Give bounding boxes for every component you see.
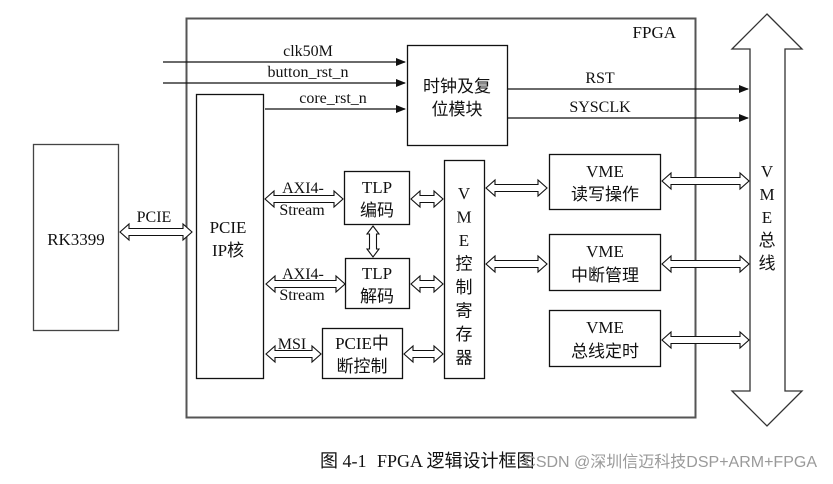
reg-to-vme-int-arrow (485, 254, 548, 274)
vme-rw-to-bus-arrow (661, 171, 750, 191)
pcie-link-arrow (119, 222, 193, 242)
vme-bus-char: 线 (759, 254, 776, 273)
vme-bus-char: E (762, 208, 772, 227)
clk50m-label: clk50M (283, 43, 333, 60)
vme-bus-char: V (761, 162, 774, 181)
caption-text: FPGA 逻辑设计框图 (377, 451, 535, 471)
vme-bus-char: 总 (759, 231, 776, 250)
fpga-label: FPGA (633, 23, 677, 42)
vme-ctrl-reg-char: 存 (456, 325, 473, 344)
vme-ctrl-reg-char: 器 (456, 349, 473, 368)
rk3399-block (32, 143, 120, 332)
vme-ctrl-reg-char: V (458, 184, 471, 203)
sysclk-label: SYSCLK (569, 99, 631, 116)
vme-rw-label-1: VME (586, 162, 624, 181)
pcie-int-label-1: PCIE中 (335, 334, 389, 353)
vme-timer-to-bus-arrow (661, 330, 750, 350)
vme-rw-block (548, 153, 662, 211)
vme-ctrl-reg-char: 制 (456, 278, 473, 297)
axi-top-label-2: Stream (279, 202, 325, 219)
reg-to-vme-rw-arrow (485, 178, 548, 198)
clock-reset-label-2: 位模块 (432, 100, 483, 119)
tlp-decode-block (344, 257, 411, 310)
axi-bottom-label-2: Stream (279, 287, 325, 304)
rst-label: RST (585, 70, 615, 87)
vme-int-label-1: VME (586, 242, 624, 261)
msi-label: MSI (278, 336, 306, 353)
tlp-encode-label-2: 编码 (360, 201, 394, 220)
vme-ctrl-reg-char: 寄 (456, 302, 473, 321)
pcie-int-to-reg-arrow (403, 344, 444, 364)
pcie-int-label-2: 断控制 (337, 357, 388, 376)
clock-reset-block (406, 44, 509, 147)
pcie-ip-label-2: IP核 (212, 241, 244, 260)
tlp-encode-block (343, 170, 411, 226)
vme-int-label-2: 中断管理 (571, 266, 639, 285)
vme-timer-label-2: 总线定时 (571, 342, 639, 361)
vme-ctrl-reg-char: 控 (456, 255, 473, 274)
rk3399-label: RK3399 (47, 230, 105, 249)
vme-bus-arrow (730, 13, 804, 427)
clock-reset-label-1: 时钟及复 (423, 77, 491, 96)
vme-ctrl-reg-char: E (459, 231, 469, 250)
fpga-boundary (185, 17, 697, 419)
vme-timer-block (548, 309, 662, 368)
pcie-ip-label-1: PCIE (210, 218, 247, 237)
vme-timer-label-1: VME (586, 318, 624, 337)
msi-arrow (265, 344, 322, 364)
axi-top-label-1: AXI4- (282, 180, 324, 197)
tlp-encode-decode-arrow (365, 225, 381, 258)
vme-int-block (548, 233, 662, 292)
vme-ctrl-reg-char: M (456, 208, 471, 227)
pcie-ip-block (195, 93, 265, 380)
vme-rw-label-2: 读写操作 (571, 185, 639, 204)
tlp-decode-to-reg-arrow (410, 274, 444, 294)
axi-bottom-label-1: AXI4- (282, 266, 324, 283)
caption-prefix: 图 4-1 (320, 451, 367, 471)
tlp-encode-to-reg-arrow (410, 189, 444, 209)
axi-top-arrow (264, 189, 344, 209)
tlp-encode-label-1: TLP (362, 178, 392, 197)
vme-int-to-bus-arrow (661, 254, 750, 274)
tlp-decode-label-2: 解码 (360, 287, 394, 306)
vme-ctrl-reg-block (443, 159, 486, 380)
watermark: CSDN @深圳信迈科技DSP+ARM+FPGA (524, 453, 817, 471)
pcie-int-block (321, 327, 404, 380)
axi-bottom-arrow (265, 274, 346, 294)
button-rst-label: button_rst_n (268, 64, 349, 81)
pcie-link-label: PCIE (137, 209, 172, 226)
core-rst-label: core_rst_n (299, 90, 367, 107)
figure-caption: 图 4-1 FPGA 逻辑设计框图 (320, 451, 535, 471)
tlp-decode-label-1: TLP (362, 264, 392, 283)
vme-bus-char: M (759, 185, 774, 204)
